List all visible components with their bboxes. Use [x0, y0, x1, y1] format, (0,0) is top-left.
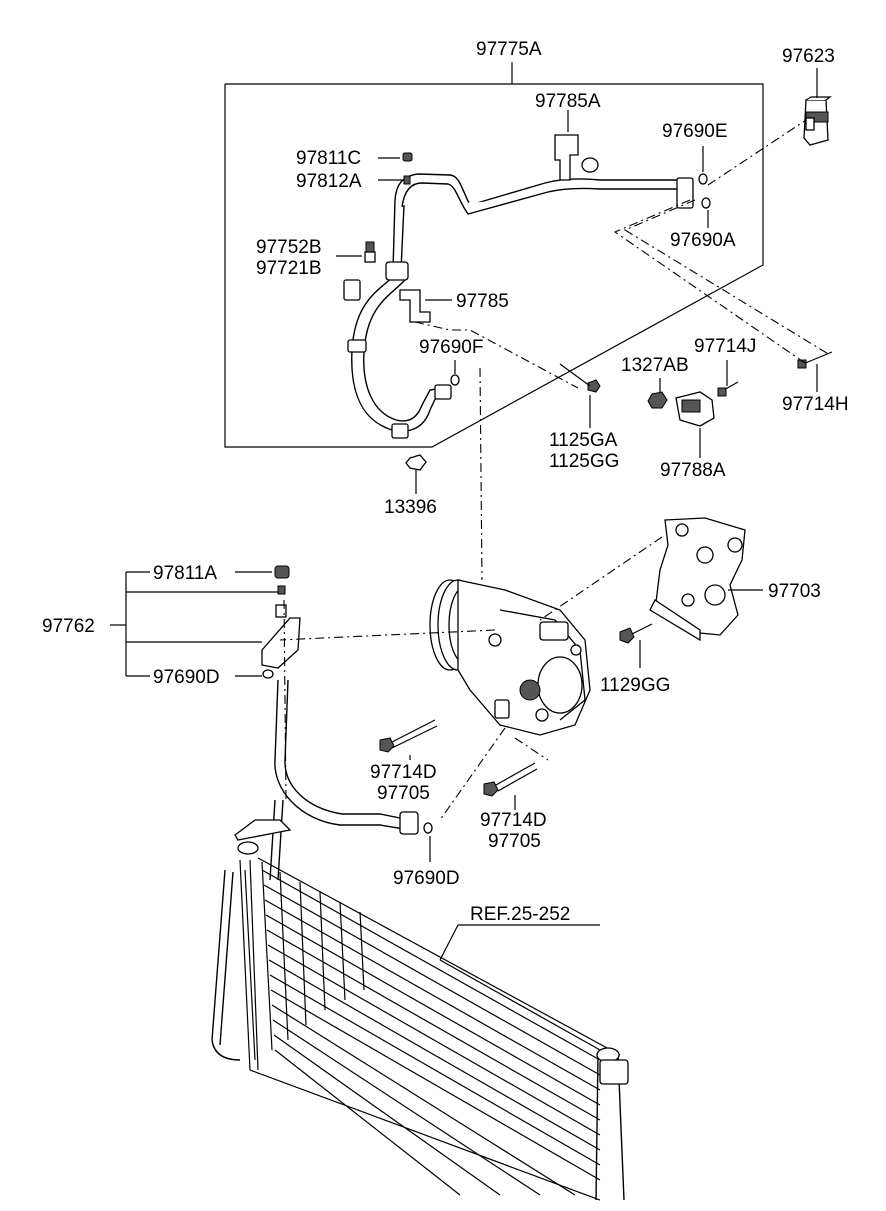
label-97690D-top: 97690D: [153, 667, 220, 688]
label-97775A: 97775A: [476, 39, 542, 60]
label-ref-25-252: REF.25-252: [470, 904, 570, 925]
label-97714D-b: 97714D: [480, 810, 547, 831]
label-97714D-a: 97714D: [370, 762, 437, 783]
bolts: [379, 623, 653, 797]
label-97762: 97762: [42, 616, 95, 637]
label-97785: 97785: [456, 291, 509, 312]
receiver-drier-97623: [803, 96, 832, 146]
label-97690D-bottom: 97690D: [393, 868, 460, 889]
label-97690E: 97690E: [662, 121, 728, 142]
label-97690A: 97690A: [670, 230, 736, 251]
label-97752B: 97752B: [256, 237, 322, 258]
small-fittings: [364, 152, 833, 471]
label-97705-b: 97705: [488, 831, 541, 852]
compressor-bracket-97703: [649, 517, 746, 642]
label-97811A: 97811A: [153, 563, 217, 584]
label-97811C: 97811C: [296, 148, 361, 169]
label-97690F: 97690F: [419, 337, 483, 358]
label-97721B: 97721B: [256, 258, 322, 279]
label-97788A: 97788A: [660, 460, 726, 481]
label-97623: 97623: [782, 46, 835, 67]
discharge-hose-97762: [261, 565, 433, 881]
label-97714H: 97714H: [782, 394, 849, 415]
part-labels: 97775A 97623 97785A 97690E 97811C 97812A…: [42, 39, 849, 925]
label-1327AB: 1327AB: [621, 355, 689, 376]
leader-lines: [110, 68, 818, 1051]
condenser: [211, 819, 629, 1201]
label-97714J: 97714J: [694, 336, 756, 357]
hose-assembly-frame: [224, 62, 764, 448]
label-97703: 97703: [768, 581, 821, 602]
label-97705-a: 97705: [377, 783, 430, 804]
label-1129GG: 1129GG: [600, 675, 670, 696]
sensor-97788A: [675, 391, 715, 427]
ac-compressor: [429, 579, 591, 736]
label-97785A: 97785A: [535, 91, 601, 112]
label-97812A: 97812A: [296, 171, 362, 192]
condenser-fins: [244, 861, 601, 1196]
alignment-dashed-lines: [279, 119, 831, 821]
upper-hose-lines: [343, 134, 694, 439]
label-1125GG: 1125GG: [549, 451, 619, 472]
label-1125GA: 1125GA: [549, 430, 618, 451]
label-13396: 13396: [384, 497, 437, 518]
